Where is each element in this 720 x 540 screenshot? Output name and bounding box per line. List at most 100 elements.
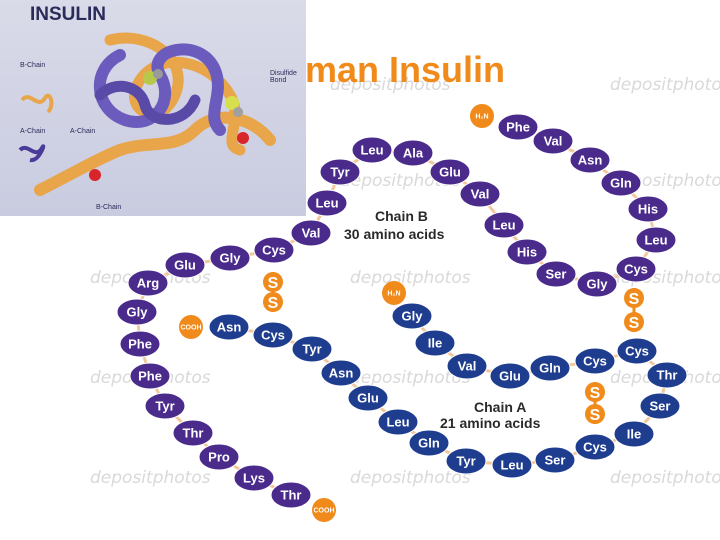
chain-a-residue-label: Leu xyxy=(386,415,409,430)
chain-a-residue-bead xyxy=(646,361,688,389)
chain-b-residue-bead xyxy=(459,180,501,208)
chain-a-residue-label: Ile xyxy=(627,427,641,442)
chain-b-residue-bead xyxy=(627,195,669,223)
protein-3d-model xyxy=(18,32,276,196)
chain-b-residue-bead xyxy=(209,244,251,272)
chain-b-residue-label: Tyr xyxy=(155,399,174,414)
chain-a-residue-label: Gln xyxy=(539,361,561,376)
chain-b-label: Chain B xyxy=(375,208,428,224)
chain-b-residue-label: Leu xyxy=(644,233,667,248)
chain-b-residue-label: Arg xyxy=(137,276,159,291)
chain-b-residue-label: Asn xyxy=(578,153,603,168)
chain-b-residue-label: Phe xyxy=(506,120,530,135)
chain-b-residue-label: Leu xyxy=(360,143,383,158)
chain-b-residue-label: Leu xyxy=(492,218,515,233)
chain-b-residue-bead xyxy=(351,136,393,164)
chain-b-residue-label: Ser xyxy=(546,267,567,282)
chain-b-residue-label: Lys xyxy=(243,471,265,486)
chain-a-residue-label: Val xyxy=(458,359,477,374)
inset-b-chain-thumb-label: B-Chain xyxy=(20,62,46,69)
chain-a-residue-bead xyxy=(377,408,419,436)
chain-a-residue-label: Glu xyxy=(357,391,379,406)
sulfur-label: S xyxy=(268,295,279,312)
chain-a-residue-label: Glu xyxy=(499,369,521,384)
watermark-text: depositphotos xyxy=(350,368,471,388)
chain-a-residue-bead xyxy=(291,335,333,363)
chain-b-residue-bead xyxy=(635,226,677,254)
sulfur-atom xyxy=(585,382,605,402)
chain-b-residue-bead xyxy=(290,219,332,247)
chain-a-residue-label: Cys xyxy=(583,440,607,455)
chain-b-c-terminus-label: COOH xyxy=(314,508,335,515)
chain-b-residue-bead xyxy=(319,158,361,186)
chain-b-residue-label: His xyxy=(638,202,658,217)
sulfur-label: S xyxy=(629,315,640,332)
chain-a-n-terminus-bead xyxy=(382,281,406,305)
chain-b-residue-label: Cys xyxy=(624,262,648,277)
chain-b-residue-bead xyxy=(497,113,539,141)
chain-a-residue-label: Leu xyxy=(500,458,523,473)
chain-b-residue-label: Gly xyxy=(587,277,609,292)
inset-title: INSULIN xyxy=(30,4,106,25)
watermark-text: depositphotos xyxy=(350,468,471,488)
chain-a-residue-bead xyxy=(491,451,533,479)
chain-a-residue-label: Asn xyxy=(329,366,354,381)
chain-a-residue-label: Tyr xyxy=(456,454,475,469)
chain-b-n-terminus-bead xyxy=(470,104,494,128)
chain-b-residue-bead xyxy=(615,255,657,283)
chain-a-residue-bead xyxy=(408,429,450,457)
chain-a-residue-bead xyxy=(391,302,433,330)
chain-a-residue-bead xyxy=(574,433,616,461)
chain-b-n-terminus-label: H₂N xyxy=(475,114,488,121)
chain-b-residue-bead xyxy=(233,464,275,492)
chain-b-residue-bead xyxy=(306,189,348,217)
chain-a-residue-bead xyxy=(529,354,571,382)
chain-b-residue-bead xyxy=(532,127,574,155)
chain-b-residue-bead xyxy=(164,251,206,279)
chain-b-residue-label: Val xyxy=(471,187,490,202)
chain-b-residue-label: Thr xyxy=(183,426,204,441)
chain-b-residue-bead xyxy=(119,330,161,358)
chain-a-residue-bead xyxy=(347,384,389,412)
chain-a-c-terminus-label: COOH xyxy=(181,325,202,332)
chain-b-residue-label: Gly xyxy=(127,305,149,320)
chain-a-residue-bead xyxy=(613,420,655,448)
chain-a-residue-bead xyxy=(252,321,294,349)
inset-b-chain-label: B-Chain xyxy=(96,204,122,211)
sulfur-atom xyxy=(263,292,283,312)
chain-a-residue-label: Cys xyxy=(625,344,649,359)
chain-b: PheValAsnGlnHisLeuCysGlySerHisLeuValGluA… xyxy=(116,113,677,509)
sulfur-atom xyxy=(263,272,283,292)
chain-a-residue-label: Ser xyxy=(545,453,566,468)
chain-b-residue-label: Val xyxy=(302,226,321,241)
chain-b-residue-bead xyxy=(144,392,186,420)
chain-b-residue-label: Gly xyxy=(220,251,242,266)
chain-b-residue-label: Tyr xyxy=(330,165,349,180)
inset-a-chain-label: A-Chain xyxy=(70,128,96,135)
chain-b-residue-label: Ala xyxy=(403,146,424,161)
chain-b-residue-bead xyxy=(198,443,240,471)
terminals: H₂N COOH H₂N COOH xyxy=(179,104,494,522)
chain-a-residue-bead xyxy=(534,446,576,474)
inset-a-chain-thumb-label: A-Chain xyxy=(20,128,46,135)
chain-a-residue-label: Cys xyxy=(583,354,607,369)
chain-a-n-terminus-label: H₂N xyxy=(387,291,400,298)
chain-a-residue-bead xyxy=(574,347,616,375)
chain-b-residue-label: Pro xyxy=(208,450,230,465)
chain-b-residue-label: Glu xyxy=(439,165,461,180)
chain-b-residue-label: Glu xyxy=(174,258,196,273)
watermark-text: depositphotos xyxy=(90,468,211,488)
chain-a-residue-label: Tyr xyxy=(302,342,321,357)
chain-a-residue-bead xyxy=(446,352,488,380)
chain-b-residue-bead xyxy=(600,169,642,197)
chain-b-residue-label: Leu xyxy=(315,196,338,211)
chain-b-residue-label: Gln xyxy=(610,176,632,191)
sulfur-atom xyxy=(624,288,644,308)
sulfur-atom xyxy=(585,404,605,424)
sulfur-label: S xyxy=(268,275,279,292)
chain-b-residue-bead xyxy=(392,139,434,167)
watermark-text: depositphotos xyxy=(330,75,451,95)
chain-b-residue-bead xyxy=(172,419,214,447)
chain-a-residue-label: Gly xyxy=(402,309,424,324)
